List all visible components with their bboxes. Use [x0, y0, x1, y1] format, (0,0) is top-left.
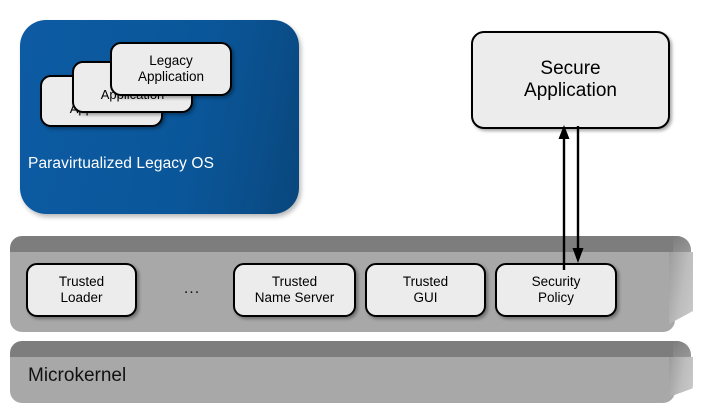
- slab-front-face: [10, 357, 675, 403]
- trusted-name-server-line1: Trusted: [271, 274, 318, 290]
- arrow-up-icon: [558, 125, 570, 270]
- secure-application-line1: Secure: [540, 57, 601, 79]
- services-ellipsis: ...: [183, 280, 201, 297]
- trusted-gui-line1: Trusted: [402, 274, 449, 290]
- secure-application-line2: Application: [524, 80, 617, 101]
- slab-side-face: [669, 252, 693, 324]
- slab-top-face: [10, 341, 691, 359]
- microkernel-label: Microkernel: [28, 365, 127, 386]
- secure-application-policy-arrows: [558, 125, 584, 270]
- security-policy-box[interactable]: Security Policy: [495, 263, 617, 317]
- trusted-gui-line2: GUI: [413, 290, 438, 305]
- trusted-name-server-box[interactable]: Trusted Name Server: [233, 263, 356, 317]
- trusted-loader-line2: Loader: [60, 290, 103, 305]
- secure-application-box[interactable]: Secure Application: [471, 31, 670, 129]
- trusted-gui-box[interactable]: Trusted GUI: [365, 263, 486, 317]
- paravirtualized-legacy-os-label: Paravirtualized Legacy OS: [28, 155, 215, 172]
- arrow-down-icon: [572, 126, 584, 263]
- trusted-name-server-line2: Name Server: [254, 290, 335, 305]
- trusted-loader-line1: Trusted: [58, 274, 105, 290]
- security-policy-line2: Policy: [537, 290, 574, 305]
- security-policy-line1: Security: [531, 274, 581, 290]
- slab-top-face: [10, 236, 691, 254]
- legacy-application-box-1[interactable]: Legacy Application: [110, 42, 232, 96]
- microkernel-slab: [10, 341, 693, 403]
- slab-side-face: [669, 357, 693, 397]
- trusted-loader-box[interactable]: Trusted Loader: [26, 263, 137, 317]
- legacy-application-line1: Legacy: [149, 53, 193, 69]
- legacy-application-line2: Application: [137, 69, 205, 84]
